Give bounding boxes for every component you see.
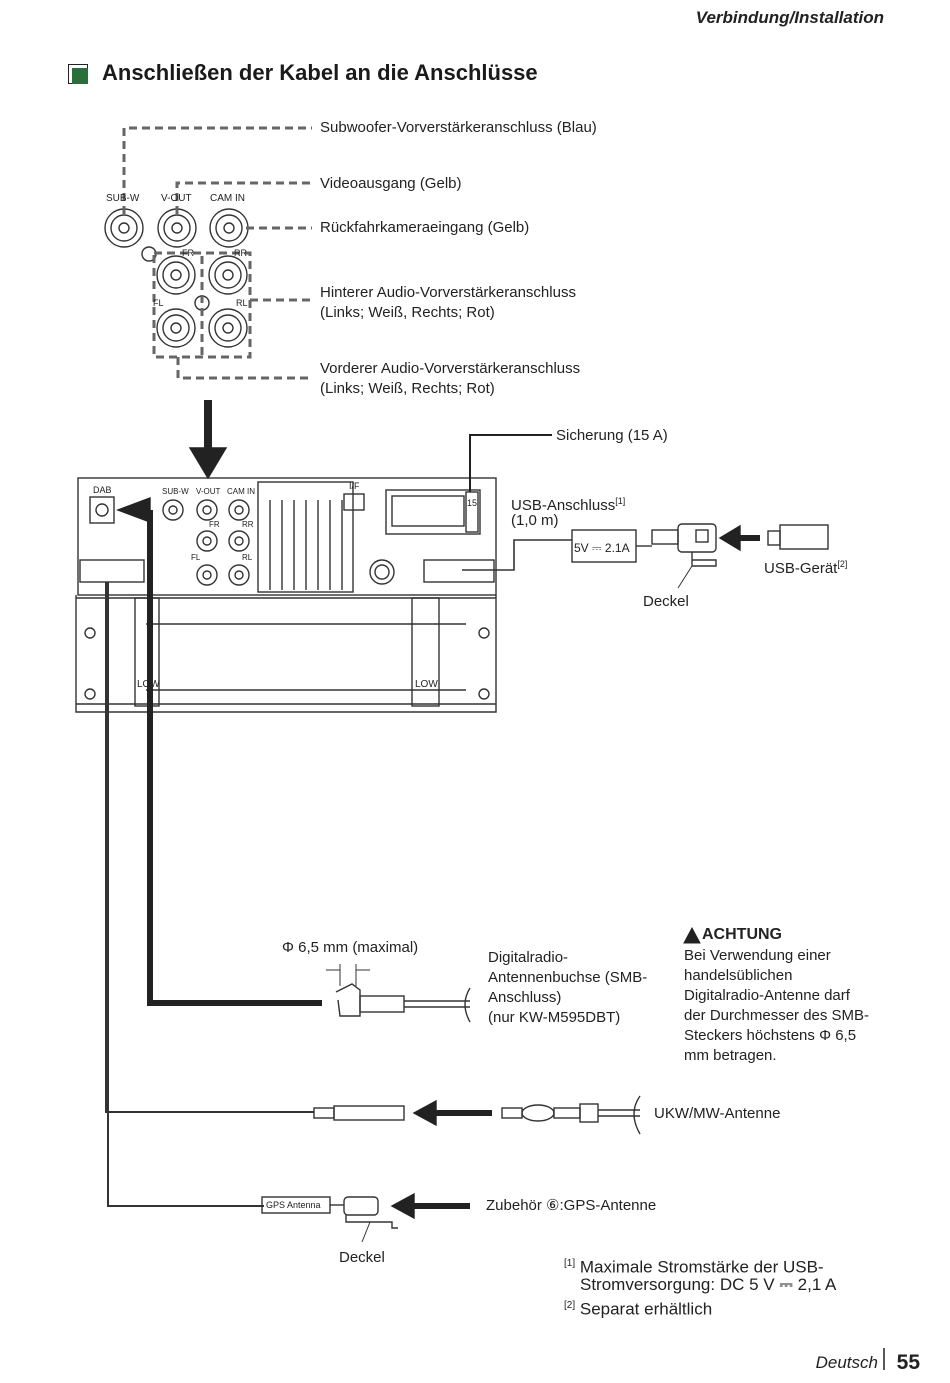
footnote-1-line2: Stromversorgung: DC 5 V ⎓ 2,1 A bbox=[580, 1275, 837, 1294]
label-camera: Rückfahrkameraeingang (Gelb) bbox=[320, 219, 530, 236]
warning-title: ACHTUNG bbox=[702, 926, 782, 943]
footnote-1-text: Maximale Stromstärke der USB- bbox=[579, 1257, 824, 1277]
label-front-line1: Vorderer Audio-Vorverstärkeranschluss bbox=[320, 360, 581, 377]
footnote-2: [2] Separat erhältlich bbox=[564, 1295, 712, 1320]
unit-label-rl: RL bbox=[242, 553, 253, 562]
unit-label-if: I/F bbox=[349, 481, 360, 491]
label-video: Videoausgang (Gelb) bbox=[320, 175, 462, 192]
label-usb-line2: (1,0 m) bbox=[511, 512, 559, 529]
jack-label-fr: FR bbox=[182, 248, 194, 258]
unit-body bbox=[75, 477, 497, 713]
label-rear-line2: (Links; Weiß, Rechts; Rot) bbox=[320, 304, 495, 321]
jack-label-vout: V-OUT bbox=[161, 193, 192, 204]
label-usb-line1: USB-Anschluss[1] bbox=[511, 491, 625, 516]
page-number: 55 bbox=[896, 1351, 920, 1374]
footer-language: Deutsch bbox=[815, 1353, 878, 1372]
label-rear-line1: Hinterer Audio-Vorverstärkeranschluss bbox=[320, 284, 576, 301]
footnote-1-mark: [1] bbox=[564, 1258, 576, 1269]
label-subwoofer: Subwoofer-Vorverstärkeranschluss (Blau) bbox=[320, 119, 597, 136]
unit-label-camin: CAM IN bbox=[227, 487, 255, 496]
unit-label-low-left: LOW bbox=[137, 679, 160, 690]
unit-label-rr: RR bbox=[242, 520, 254, 529]
unit-label-fr: FR bbox=[209, 520, 220, 529]
jack-label-rl: RL bbox=[236, 298, 248, 308]
jack-label-subw: SUB-W bbox=[106, 193, 140, 204]
label-dab-line1: Digitalradio- bbox=[488, 949, 569, 966]
unit-label-low-right: LOW bbox=[415, 679, 438, 690]
label-usb-device: USB-Gerät[2] bbox=[764, 554, 847, 579]
label-usb-text: USB-Anschluss bbox=[511, 497, 616, 514]
label-fuse: Sicherung (15 A) bbox=[556, 427, 668, 444]
label-gps-antenna: Zubehör ⑥:GPS-Antenne bbox=[486, 1197, 657, 1214]
unit-label-dab: DAB bbox=[93, 485, 112, 495]
jack-label-rr: RR bbox=[234, 248, 247, 258]
label-dab-line3: Anschluss) bbox=[488, 989, 562, 1006]
footnote-1-line1: [1] Maximale Stromstärke der USB- bbox=[564, 1253, 824, 1278]
footnote-2-mark: [2] bbox=[564, 1300, 576, 1311]
warning-text: Bei Verwendung einer handelsüblichen Dig… bbox=[684, 947, 870, 1064]
usb-spec-label: 5V ⎓ 2.1A bbox=[574, 541, 630, 555]
label-usb-device-sup: [2] bbox=[837, 559, 848, 569]
label-dab-line4: (nur KW-M595DBT) bbox=[488, 1009, 621, 1026]
unit-label-vout: V-OUT bbox=[196, 487, 221, 496]
label-dab-line2: Antennenbuchse (SMB- bbox=[488, 969, 648, 986]
label-cover-gps: Deckel bbox=[339, 1249, 385, 1266]
gps-box-label: GPS Antenna bbox=[266, 1200, 321, 1210]
label-cover-usb: Deckel bbox=[643, 593, 689, 610]
section-square-icon bbox=[68, 64, 88, 84]
jack-label-camin: CAM IN bbox=[210, 193, 245, 204]
rca-cluster bbox=[104, 208, 249, 348]
jack-label-fl: FL bbox=[153, 298, 164, 308]
unit-label-fuse: 15 bbox=[467, 498, 478, 508]
label-usb-device-text: USB-Gerät bbox=[764, 560, 838, 577]
unit-label-subw: SUB-W bbox=[162, 487, 189, 496]
section-header: Verbindung/Installation bbox=[695, 8, 884, 27]
label-usb-sup: [1] bbox=[615, 496, 626, 506]
label-diameter: Φ 6,5 mm (maximal) bbox=[282, 939, 419, 956]
page-title: Anschließen der Kabel an die Anschlüsse bbox=[102, 60, 538, 85]
label-front-line2: (Links; Weiß, Rechts; Rot) bbox=[320, 380, 495, 397]
unit-label-fl: FL bbox=[191, 553, 201, 562]
footnote-2-text: Separat erhältlich bbox=[579, 1299, 713, 1319]
label-fm-antenna: UKW/MW-Antenne bbox=[654, 1105, 781, 1122]
